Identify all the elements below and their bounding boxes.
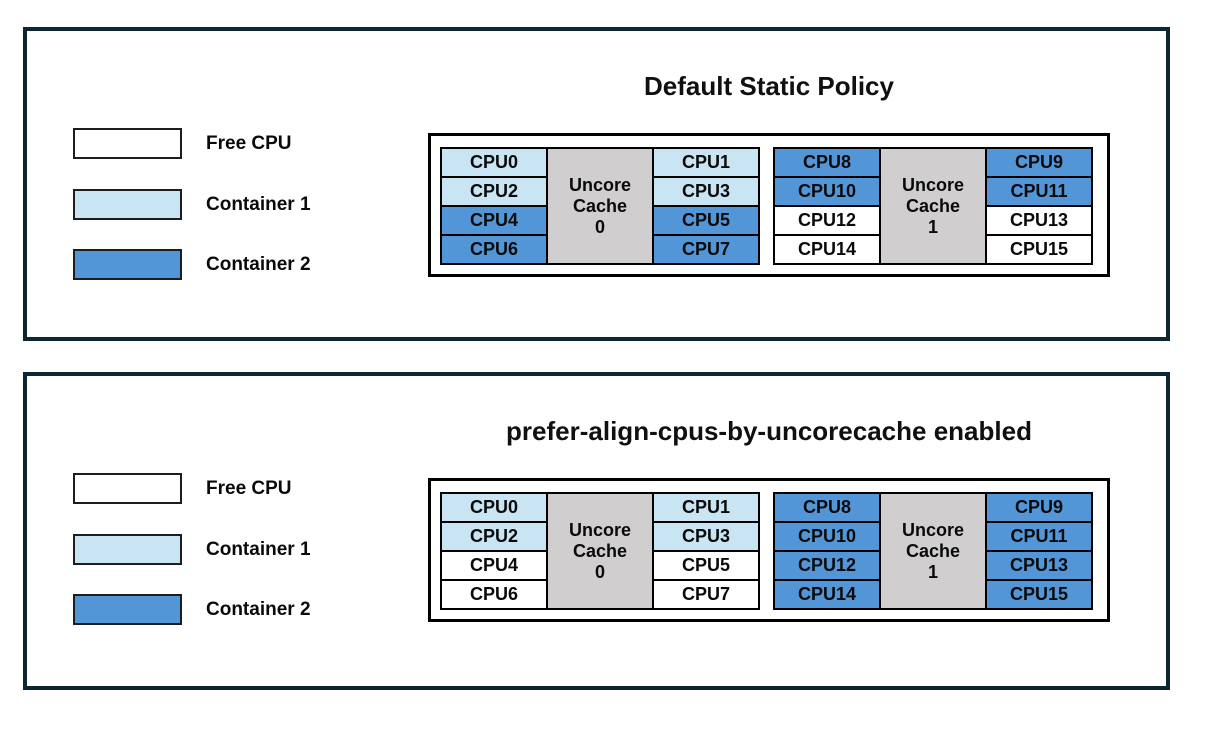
cpu-cell: CPU1 [652,492,760,523]
legend-swatch-free [73,473,182,504]
legend-label: Container 2 [206,598,311,620]
cache-label-line: Uncore [568,174,631,195]
cpu-cell: CPU0 [440,492,548,523]
cache-label-line: 0 [594,561,605,582]
cpu-cell: CPU13 [985,205,1093,236]
cpu-column-left: CPU0 CPU2 CPU4 CPU6 [440,147,548,265]
cpu-column-right: CPU1 CPU3 CPU5 CPU7 [652,147,760,265]
legend-swatch-container2 [73,594,182,625]
page-title: Default Static Policy [644,71,894,101]
cache-label-line: Cache [572,195,628,216]
legend-item-free-cpu: Free CPU [73,128,292,159]
cpu-cell: CPU4 [440,550,548,581]
cache-label-line: Uncore [901,519,964,540]
cpu-cell: CPU5 [652,205,760,236]
cache-label-line: Uncore [901,174,964,195]
cache-label-line: 1 [927,561,938,582]
cpu-cell: CPU7 [652,234,760,265]
legend-item-container-2: Container 2 [73,594,311,625]
uncore-group-0: CPU0 CPU2 CPU4 CPU6 Uncore Cache 0 CPU1 … [440,492,760,610]
cpu-cell: CPU4 [440,205,548,236]
cpu-column-right: CPU9 CPU11 CPU13 CPU15 [985,147,1093,265]
uncore-group-1: CPU8 CPU10 CPU12 CPU14 Uncore Cache 1 CP… [773,147,1093,265]
cache-label-line: Uncore [568,519,631,540]
legend-label: Free CPU [206,477,292,499]
legend-item-free-cpu: Free CPU [73,473,292,504]
cpu-cell: CPU6 [440,579,548,610]
cpu-cell: CPU9 [985,147,1093,178]
cpu-cell: CPU10 [773,176,881,207]
cpu-cell: CPU8 [773,492,881,523]
cpu-cell: CPU11 [985,176,1093,207]
cache-label-line: 1 [927,216,938,237]
uncore-group-0: CPU0 CPU2 CPU4 CPU6 Uncore Cache 0 CPU1 … [440,147,760,265]
cpu-cell: CPU1 [652,147,760,178]
cpu-cell: CPU3 [652,521,760,552]
legend-swatch-free [73,128,182,159]
panel-prefer-align-uncorecache: prefer-align-cpus-by-uncorecache enabled… [23,372,1170,690]
legend-label: Container 2 [206,253,311,275]
uncore-cache-0-block: Uncore Cache 0 [546,492,654,610]
cache-label-line: Cache [905,540,961,561]
cpu-topology-diagram: CPU0 CPU2 CPU4 CPU6 Uncore Cache 0 CPU1 … [428,133,1110,277]
panel-default-static-policy: Default Static Policy Free CPU Container… [23,27,1170,341]
legend-label: Container 1 [206,193,311,215]
uncore-cache-1-block: Uncore Cache 1 [879,147,987,265]
cpu-cell: CPU14 [773,579,881,610]
cpu-cell: CPU11 [985,521,1093,552]
cpu-column-right: CPU9 CPU11 CPU13 CPU15 [985,492,1093,610]
cpu-cell: CPU0 [440,147,548,178]
cpu-cell: CPU6 [440,234,548,265]
cpu-column-right: CPU1 CPU3 CPU5 CPU7 [652,492,760,610]
cpu-cell: CPU9 [985,492,1093,523]
uncore-cache-1-block: Uncore Cache 1 [879,492,987,610]
legend-swatch-container1 [73,189,182,220]
cpu-topology-diagram: CPU0 CPU2 CPU4 CPU6 Uncore Cache 0 CPU1 … [428,478,1110,622]
cpu-cell: CPU14 [773,234,881,265]
uncore-group-1: CPU8 CPU10 CPU12 CPU14 Uncore Cache 1 CP… [773,492,1093,610]
legend-swatch-container1 [73,534,182,565]
cpu-cell: CPU5 [652,550,760,581]
legend-label: Container 1 [206,538,311,560]
cpu-cell: CPU2 [440,521,548,552]
cpu-cell: CPU7 [652,579,760,610]
cpu-column-left: CPU0 CPU2 CPU4 CPU6 [440,492,548,610]
cache-label-line: Cache [572,540,628,561]
cpu-column-left: CPU8 CPU10 CPU12 CPU14 [773,492,881,610]
cpu-cell: CPU2 [440,176,548,207]
cpu-cell: CPU10 [773,521,881,552]
cpu-column-left: CPU8 CPU10 CPU12 CPU14 [773,147,881,265]
uncore-cache-0-block: Uncore Cache 0 [546,147,654,265]
cpu-cell: CPU15 [985,579,1093,610]
legend-swatch-container2 [73,249,182,280]
cpu-cell: CPU13 [985,550,1093,581]
legend-label: Free CPU [206,132,292,154]
legend-item-container-2: Container 2 [73,249,311,280]
legend-item-container-1: Container 1 [73,189,311,220]
cpu-cell: CPU12 [773,205,881,236]
cpu-cell: CPU12 [773,550,881,581]
cpu-cell: CPU15 [985,234,1093,265]
cpu-cell: CPU8 [773,147,881,178]
cache-label-line: Cache [905,195,961,216]
legend-item-container-1: Container 1 [73,534,311,565]
page-title: prefer-align-cpus-by-uncorecache enabled [506,416,1032,446]
cpu-cell: CPU3 [652,176,760,207]
cache-label-line: 0 [594,216,605,237]
